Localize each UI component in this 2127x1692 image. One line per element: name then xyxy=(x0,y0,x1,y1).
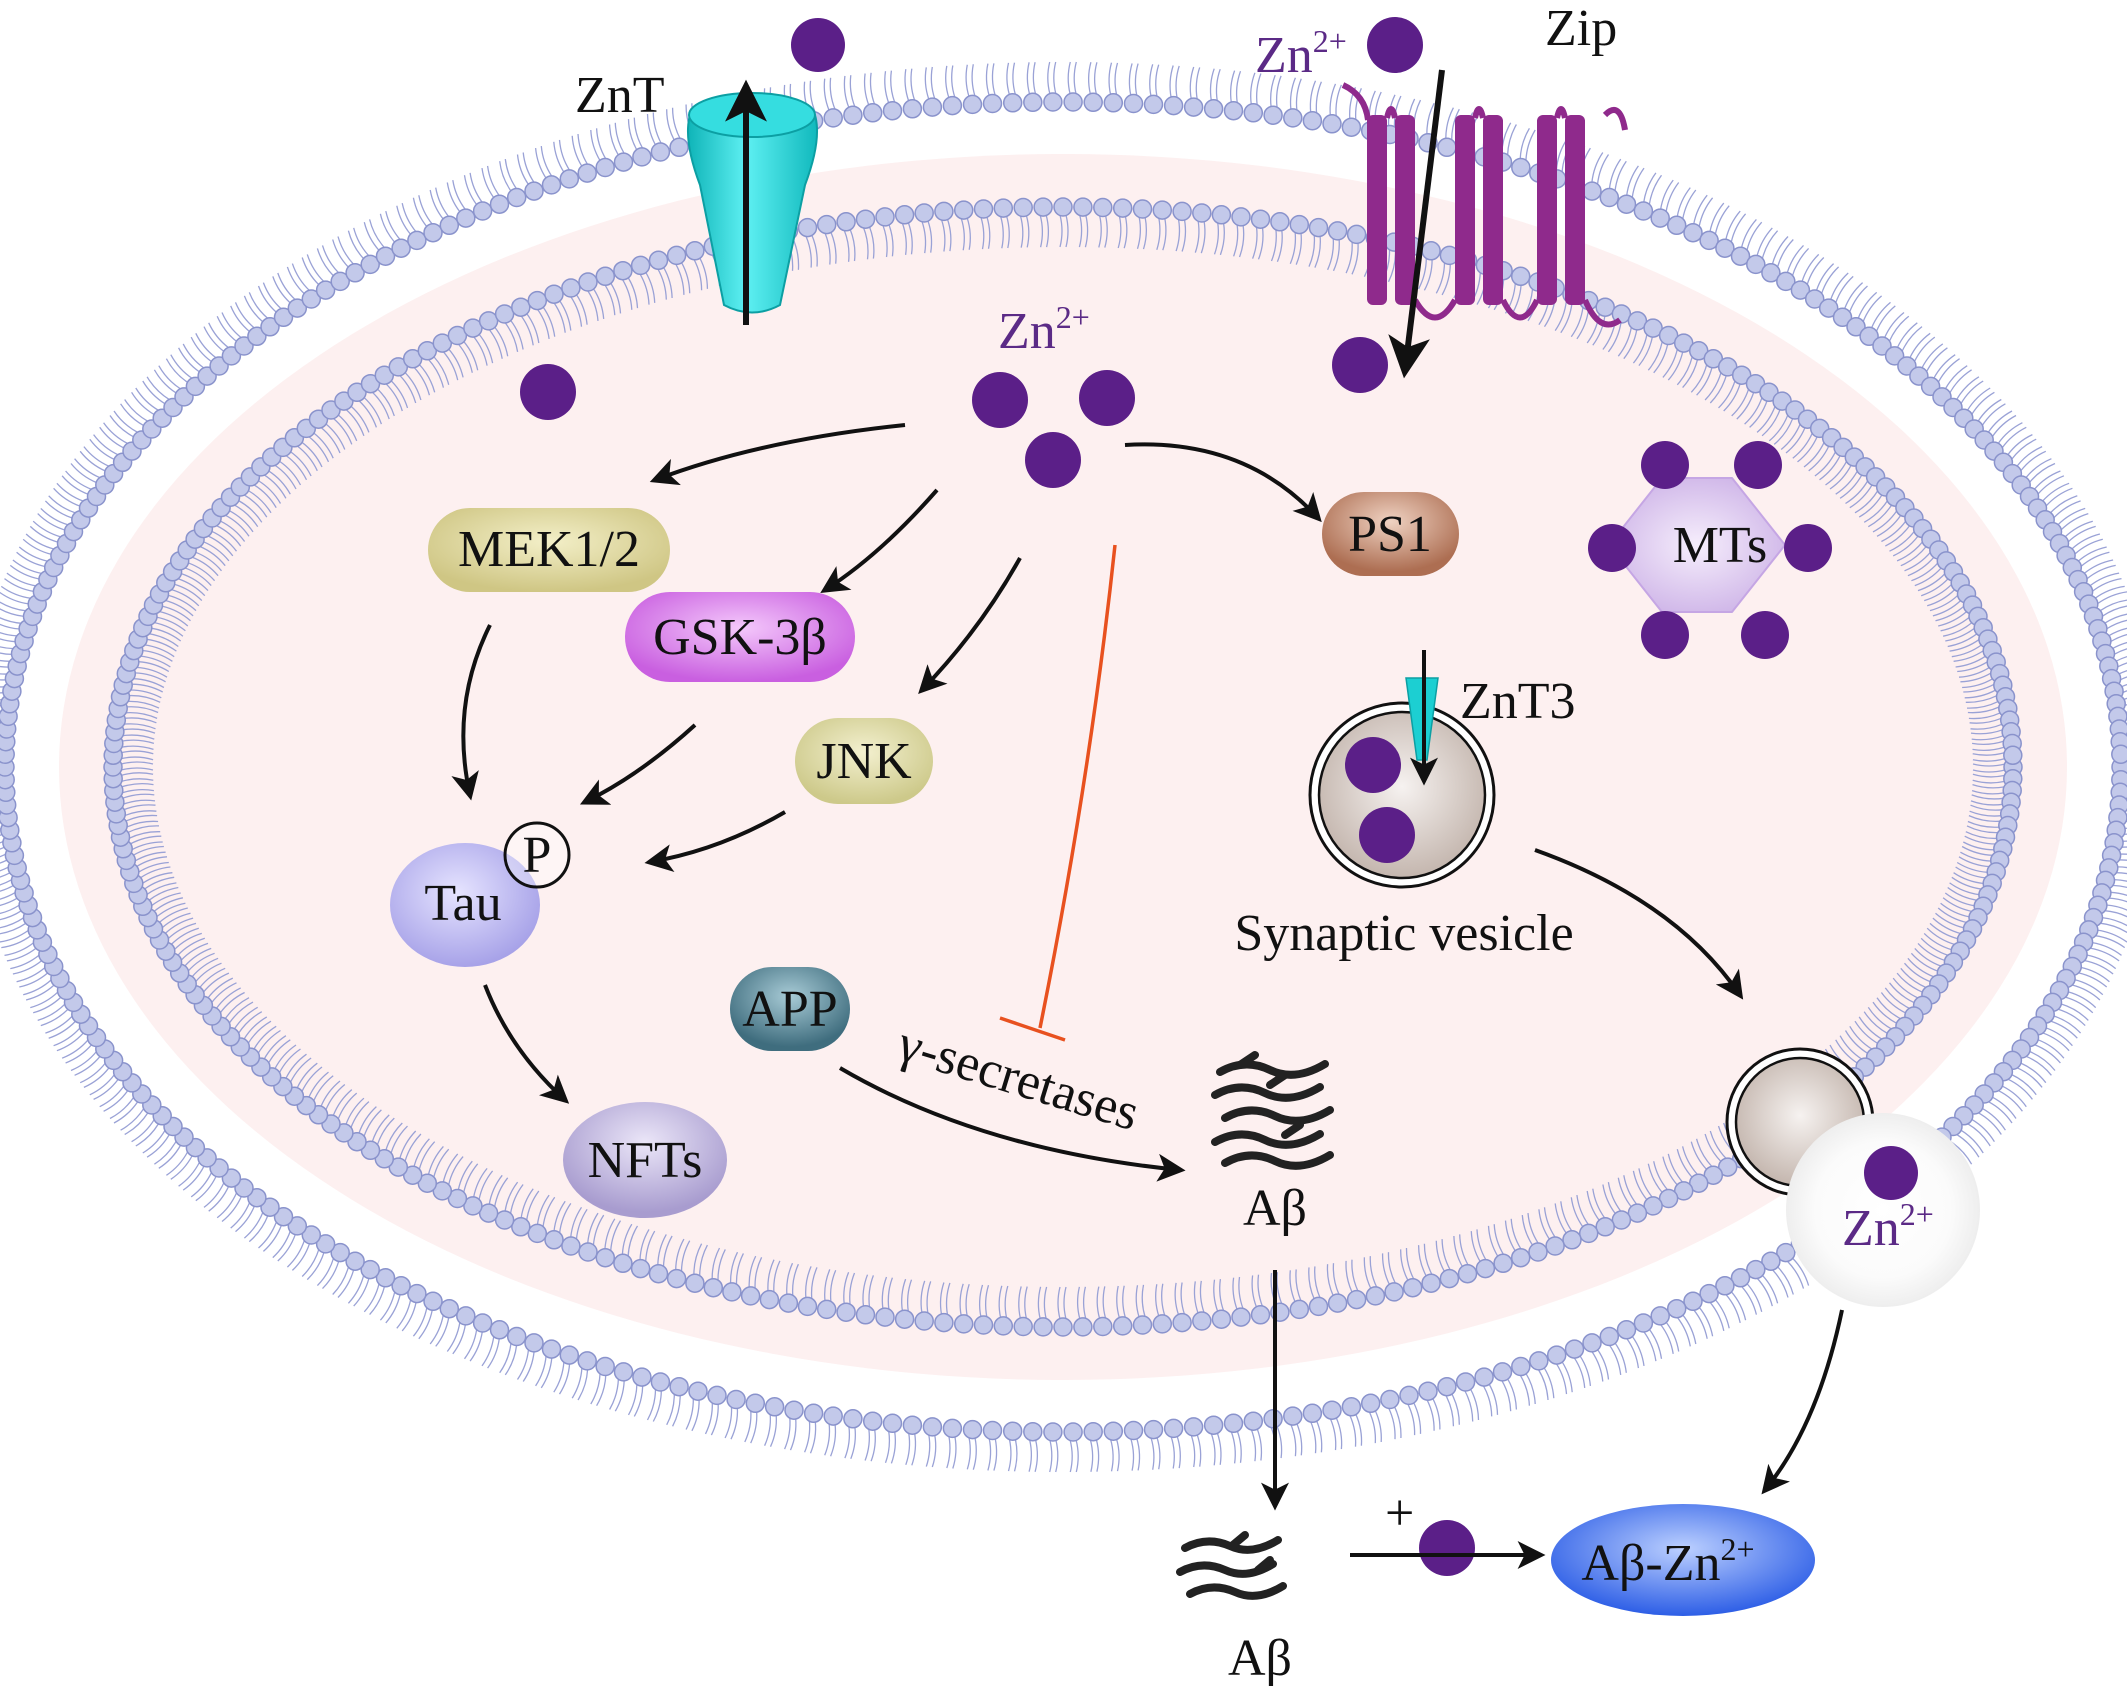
arrow-vesicle-to-fusion xyxy=(1534,848,1744,1000)
arrow-jnk-to-tau xyxy=(644,810,787,873)
zinc-ion xyxy=(1025,432,1081,488)
svg-text:Aβ-Zn2+: Aβ-Zn2+ xyxy=(1581,1531,1754,1592)
zinc-ion xyxy=(1332,337,1388,393)
nfts-node: NFTs xyxy=(563,1102,727,1218)
tau-node: Tau P xyxy=(390,821,571,967)
zn-inhibits-gamma-secretase xyxy=(999,544,1117,1042)
abeta-zn-complex: Aβ-Zn2+ xyxy=(1551,1504,1815,1616)
svg-text:MEK1/2: MEK1/2 xyxy=(458,521,640,578)
zinc-ion xyxy=(972,372,1028,428)
znt-transporter: ZnT xyxy=(575,67,818,325)
zn-label-cytoplasm: Zn2+ xyxy=(998,299,1090,360)
synaptic-vesicle-label: Synaptic vesicle xyxy=(1234,905,1573,962)
synaptic-vesicle: ZnT3 Synaptic vesicle xyxy=(1234,650,1576,962)
phosphate-label: P xyxy=(523,827,552,884)
zinc-release-glow xyxy=(1786,1113,1980,1307)
gsk3b-node: GSK-3β xyxy=(625,592,855,682)
arrow-tau-to-nfts xyxy=(483,984,570,1104)
abeta-fibril-extracellular xyxy=(1176,1531,1287,1600)
arrow-zn-to-jnk xyxy=(918,557,1022,695)
lipid-bilayer xyxy=(0,61,2127,1473)
fusing-vesicle: Zn2+ xyxy=(1725,1047,1980,1307)
abeta-label-intracellular: Aβ xyxy=(1243,1180,1307,1237)
zinc-ion xyxy=(1367,17,1423,73)
plus-sign: + xyxy=(1385,1485,1414,1542)
svg-text:PS1: PS1 xyxy=(1348,506,1432,563)
cell-membrane xyxy=(0,61,2127,1473)
svg-text:JNK: JNK xyxy=(816,733,912,790)
znt-label: ZnT xyxy=(575,67,665,124)
phosphate-circle xyxy=(503,821,571,889)
zinc-ion xyxy=(1419,1520,1475,1576)
jnk-node: JNK xyxy=(795,718,933,804)
zinc-ion xyxy=(520,364,576,420)
svg-text:MTs: MTs xyxy=(1673,517,1768,574)
zip-transporter: Zip xyxy=(1341,0,1628,379)
pathway-arrows xyxy=(451,423,1844,1569)
mts-node: MTs xyxy=(1588,441,1832,659)
arrow-zn-to-complex xyxy=(1761,1309,1844,1495)
svg-text:APP: APP xyxy=(742,981,837,1038)
abeta-fibril-intracellular xyxy=(1211,1051,1334,1170)
zn-label-released: Zn2+ xyxy=(1842,1196,1934,1257)
abeta-label-extracellular: Aβ xyxy=(1228,1630,1292,1687)
mek-node: MEK1/2 xyxy=(428,508,670,592)
arrow-mek-to-tau xyxy=(451,624,492,801)
arrow-app-to-abeta xyxy=(838,1066,1186,1182)
cytoplasm xyxy=(59,154,2067,1380)
arrow-zn-to-ps1 xyxy=(1124,442,1322,523)
arrow-zn-to-mek xyxy=(649,423,906,486)
znt3-label: ZnT3 xyxy=(1460,673,1576,730)
ps1-node: PS1 xyxy=(1322,492,1459,576)
zip-label: Zip xyxy=(1545,0,1617,57)
arrow-gsk-to-tau xyxy=(579,723,697,805)
svg-text:GSK-3β: GSK-3β xyxy=(653,609,827,666)
app-node: APP xyxy=(730,967,850,1051)
svg-text:Tau: Tau xyxy=(424,875,501,932)
arrow-zn-to-gsk xyxy=(820,488,939,594)
zinc-ions xyxy=(520,17,1475,1576)
zn-label-outside: Zn2+ xyxy=(1255,23,1347,84)
zinc-ion xyxy=(791,18,845,72)
svg-text:NFTs: NFTs xyxy=(588,1132,703,1189)
zinc-ion xyxy=(1079,370,1135,426)
